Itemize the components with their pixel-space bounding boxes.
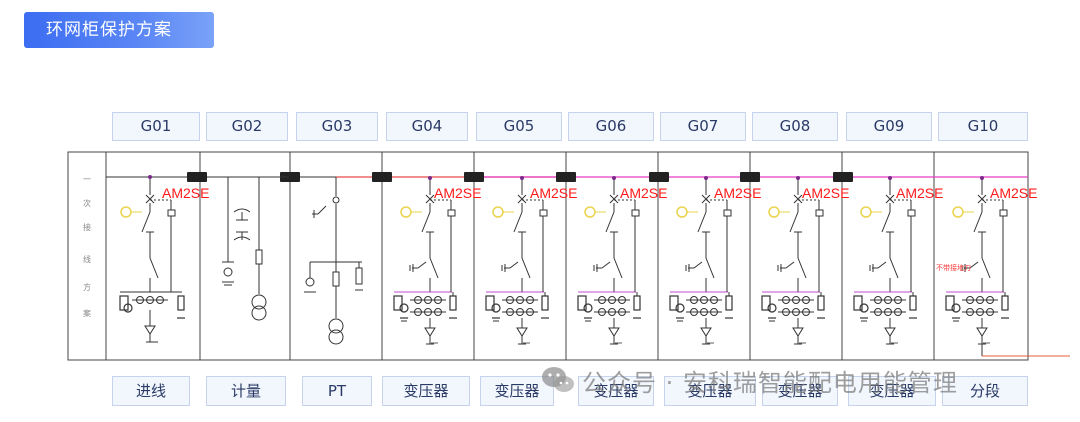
cabinet-code-g07: G07 xyxy=(660,112,746,141)
cabinet-function-g02: 计量 xyxy=(206,376,286,406)
cabinet-code-g10: G10 xyxy=(938,112,1028,141)
cabinet-function-g03: PT xyxy=(302,376,372,406)
cabinet-function-g05: 变压器 xyxy=(480,376,554,406)
cabinet-function-g01: 进线 xyxy=(112,376,190,406)
row-label-char-5: 方 xyxy=(83,282,91,292)
cabinet-g03-diagram xyxy=(304,177,363,345)
cabinet-code-g04: G04 xyxy=(386,112,468,141)
cabinet-code-g05: G05 xyxy=(476,112,562,141)
cabinet-code-g08: G08 xyxy=(752,112,838,141)
cabinet-g06-diagram xyxy=(577,175,642,345)
diagram-frame xyxy=(67,151,1029,361)
cabinet-g10-diagram xyxy=(945,175,1010,345)
cabinet-code-g02: G02 xyxy=(206,112,288,141)
relay-label-g05: AM2SE xyxy=(530,185,577,201)
relay-label-g10: AM2SE xyxy=(990,185,1037,201)
cabinet-code-g01: G01 xyxy=(112,112,200,141)
wechat-icon xyxy=(542,367,574,392)
cabinet-g05-diagram xyxy=(485,175,550,345)
watermark: 公众号 · 安科瑞智能配电用能管理 xyxy=(540,360,958,400)
cabinet-g02-diagram xyxy=(222,176,288,321)
row-label-char-3: 接 xyxy=(83,222,91,232)
relay-label-g08: AM2SE xyxy=(802,185,849,201)
cabinet-function-g10: 分段 xyxy=(942,376,1028,406)
busbar-joints xyxy=(187,172,853,182)
cabinet-g04-diagram xyxy=(393,175,458,345)
cabinet-function-g08: 变压器 xyxy=(762,376,838,406)
cabinet-function-g07: 变压器 xyxy=(664,376,756,406)
row-label-char-2: 次 xyxy=(83,198,91,208)
row-label-char-4: 线 xyxy=(83,254,91,264)
relay-label-g07: AM2SE xyxy=(714,185,761,201)
relay-label-g01: AM2SE xyxy=(162,185,209,201)
cabinet-code-g06: G06 xyxy=(568,112,654,141)
cabinet-code-g03: G03 xyxy=(296,112,378,141)
cabinet-function-g09: 变压器 xyxy=(848,376,936,406)
section-title: 环网柜保护方案 xyxy=(24,12,214,48)
row-label-char-1: 一 xyxy=(83,175,91,184)
cabinet-g07-diagram xyxy=(669,175,734,345)
watermark-text: 公众号 · 安科瑞智能配电用能管理 xyxy=(582,368,958,397)
relay-label-g04: AM2SE xyxy=(434,185,481,201)
relay-label-g06: AM2SE xyxy=(620,185,667,201)
cabinet-g08-diagram xyxy=(761,175,826,345)
cabinet-function-g06: 变压器 xyxy=(578,376,654,406)
relay-label-g09: AM2SE xyxy=(896,185,943,201)
cabinet-g01-diagram xyxy=(119,175,185,343)
cabinet-g09-diagram xyxy=(853,175,918,345)
cabinet-function-g04: 变压器 xyxy=(382,376,470,406)
g10-note: 不带接地刀 xyxy=(936,263,971,272)
row-label-char-6: 案 xyxy=(83,308,91,318)
cabinet-code-g09: G09 xyxy=(846,112,932,141)
